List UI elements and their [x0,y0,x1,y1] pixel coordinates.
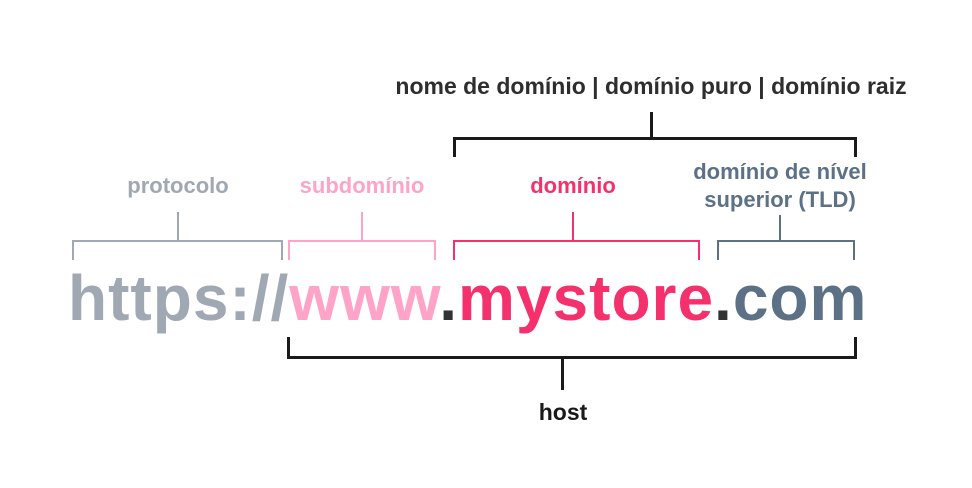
url-dot-separator: . [714,262,733,334]
tld-bracket-stem [779,215,781,241]
protocol-bracket-right-tick [281,240,283,260]
tld-bracket-line [717,240,855,242]
url-text: https://www.mystore.com [68,266,867,330]
domain-bracket-stem [572,212,574,241]
domain-label: domínio [530,173,616,198]
root-domain-bracket-right-tick [854,137,857,157]
subdomain-bracket-right-tick [434,240,436,260]
host-bracket-right-tick [854,337,857,356]
host-label: host [538,399,588,425]
root-domain-bracket-line [453,137,857,140]
domain-bracket-right-tick [698,240,700,260]
url-dot-separator: . [439,262,459,334]
subdomain-bracket-line [288,240,436,242]
root-domain-bracket-stem [650,112,653,138]
host-bracket-stem [561,359,564,390]
tld-label: domínio de nível superior (TLD) [693,159,867,212]
subdomain-bracket-left-tick [288,240,290,260]
tld-bracket-right-tick [853,240,855,260]
protocol-label: protocolo [127,173,229,198]
root-domain-title: nome de domínio | domínio puro | domínio… [395,73,907,99]
protocol-bracket-left-tick [72,240,74,260]
domain-bracket-line [453,240,700,242]
url-tld: com [732,262,868,334]
host-bracket-line [287,356,857,359]
tld-bracket-left-tick [717,240,719,260]
protocol-bracket-stem [177,212,179,241]
subdomain-bracket-stem [361,212,363,241]
domain-bracket-left-tick [453,240,455,260]
url-protocol: https:// [68,262,290,334]
host-bracket-left-tick [287,337,290,356]
subdomain-label: subdomínio [299,173,425,198]
root-domain-bracket-left-tick [453,137,456,157]
url-subdomain: www [289,262,440,334]
protocol-bracket-line [72,240,283,242]
url-domain: mystore [458,262,715,334]
